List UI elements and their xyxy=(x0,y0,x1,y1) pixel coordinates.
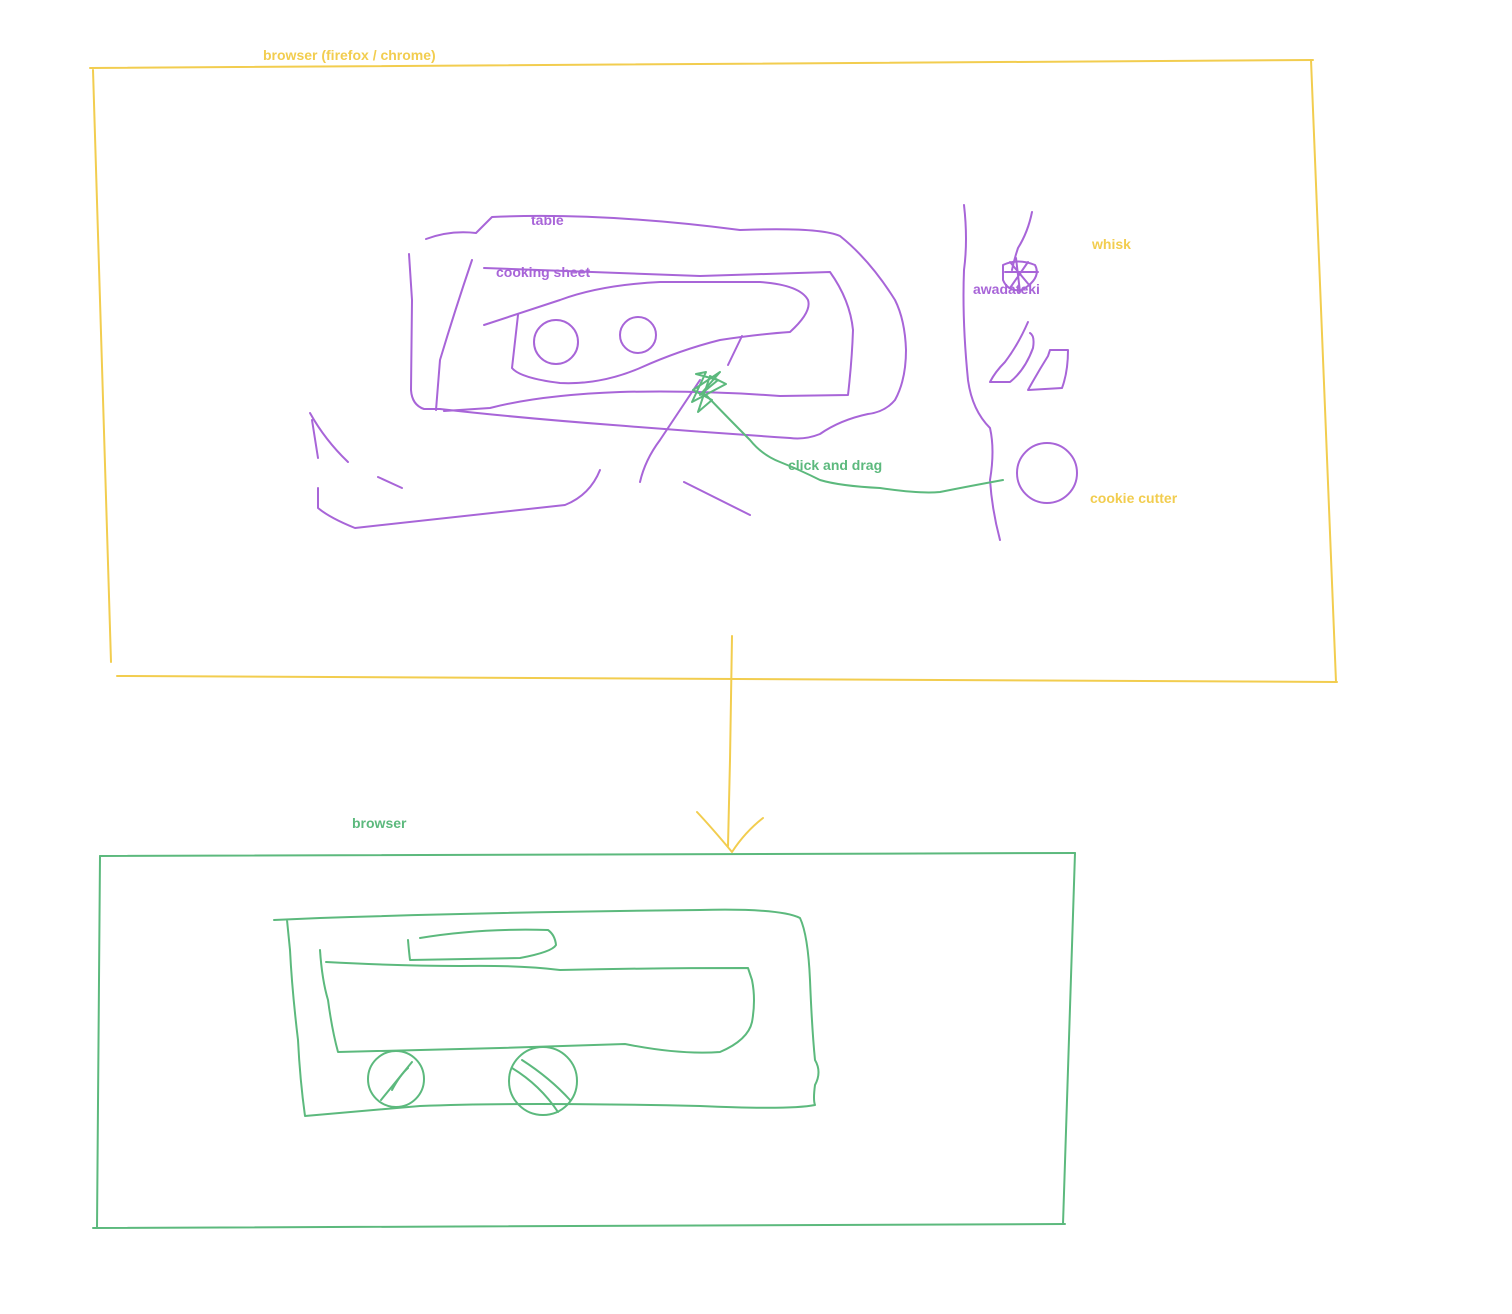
top-frame-title: browser (firefox / chrome) xyxy=(263,47,436,63)
awadateki-label: awadateki xyxy=(973,281,1040,297)
cookie-cutter-shape xyxy=(1016,442,1078,504)
whisk-area-drawing xyxy=(962,204,1078,541)
table-drawing xyxy=(309,214,907,529)
click-and-drag-label: click and drag xyxy=(788,457,883,473)
bottom-browser-frame xyxy=(92,852,1076,1229)
cooking-sheet-drawing xyxy=(435,259,854,412)
cookie-cutter-label: cookie cutter xyxy=(1090,490,1178,506)
bottom-frame-title: browser xyxy=(352,815,407,831)
click-and-drag-drawing xyxy=(691,371,1004,494)
top-browser-frame xyxy=(89,59,1338,683)
whisk-label: whisk xyxy=(1092,236,1131,252)
cooking-sheet-label: cooking sheet xyxy=(496,264,591,280)
table-label: table xyxy=(531,212,564,228)
bottom-cart-drawing xyxy=(273,908,820,1117)
down-arrow xyxy=(696,635,764,853)
